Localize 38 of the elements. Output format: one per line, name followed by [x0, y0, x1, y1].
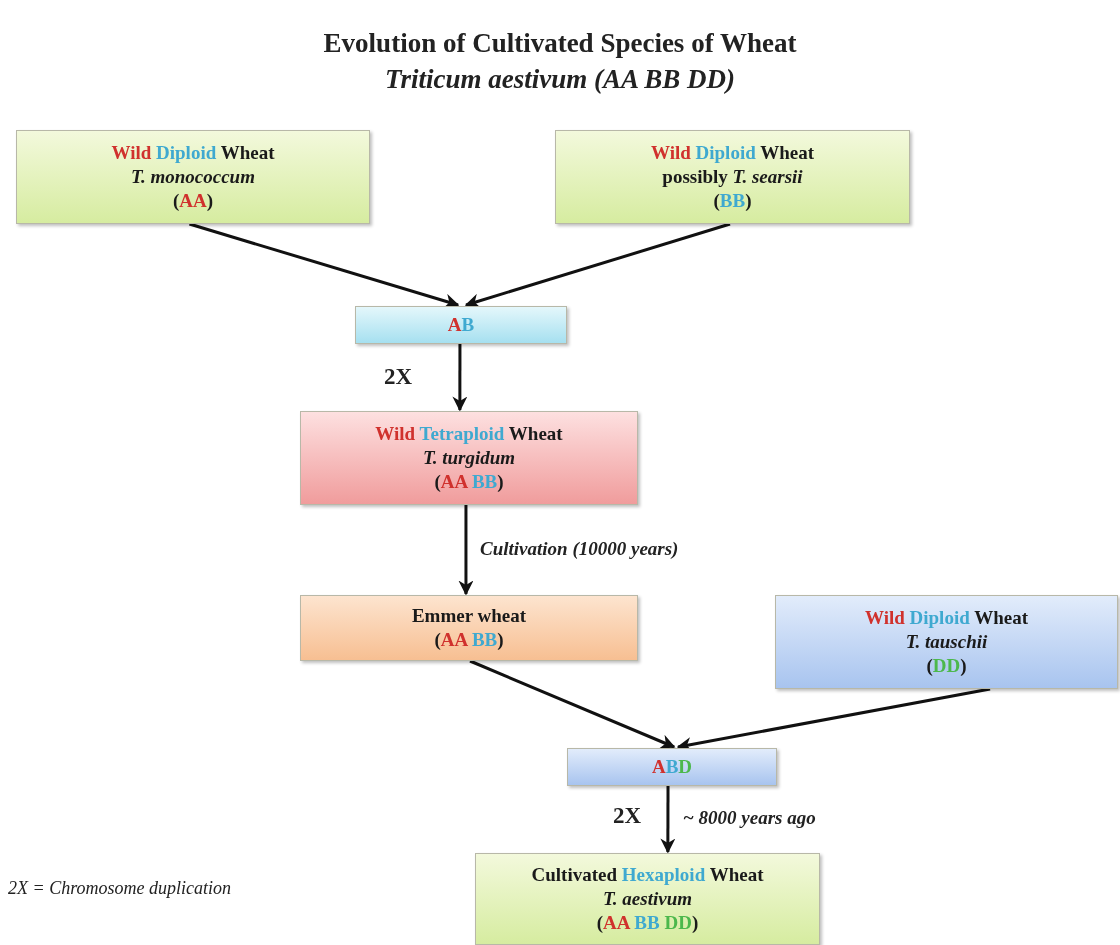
edge-label: 2X	[384, 364, 413, 390]
genome-formula: (AA)	[172, 188, 214, 213]
edge-label: Cultivation (10000 years)	[480, 538, 679, 560]
species-box	[555, 130, 910, 224]
genome-formula: (AA BB)	[434, 628, 504, 652]
genome-formula: (AA BB)	[434, 469, 504, 494]
species-name: T. tauschii	[905, 630, 988, 654]
genome-box	[567, 748, 777, 786]
species-box	[16, 130, 370, 224]
arrow	[660, 786, 676, 854]
ploidy-label: 2X	[613, 803, 642, 829]
species-name: possibly T. searsii	[662, 165, 803, 189]
species-name: T. monococcum	[131, 165, 255, 189]
species-box	[300, 411, 638, 505]
wheat-name: Cultivated Hexaploid Wheat	[531, 863, 764, 888]
genome-formula: AB	[447, 313, 475, 337]
wheat-name: Wild Tetraploid Wheat	[375, 422, 563, 447]
arrow	[452, 344, 468, 412]
genome-formula: (AA BB DD)	[596, 910, 699, 935]
arrow	[458, 505, 474, 596]
wheat-name: Emmer wheat	[411, 604, 527, 628]
species-box	[475, 853, 820, 945]
title: Evolution of Cultivated Species of Wheat	[322, 28, 798, 59]
species-box	[775, 595, 1118, 689]
genome-formula: (BB)	[713, 188, 752, 213]
wheat-name: Wild Diploid Wheat	[865, 606, 1028, 631]
edge-label: ~ 8000 years ago	[683, 807, 816, 829]
species-name: T. aestivum	[603, 887, 692, 911]
arrow	[469, 659, 676, 749]
subtitle: Triticum aestivum (AA BB DD)	[384, 64, 736, 95]
species-box	[300, 595, 638, 661]
genome-box	[355, 306, 567, 344]
wheat-name: Wild Diploid Wheat	[111, 141, 275, 166]
genome-formula: ABD	[651, 755, 693, 779]
species-name: T. turgidum	[422, 446, 516, 470]
wheat-name: Wild Diploid Wheat	[651, 141, 814, 166]
genome-formula: (DD)	[926, 653, 967, 678]
note: 2X = Chromosome duplication	[8, 878, 231, 899]
